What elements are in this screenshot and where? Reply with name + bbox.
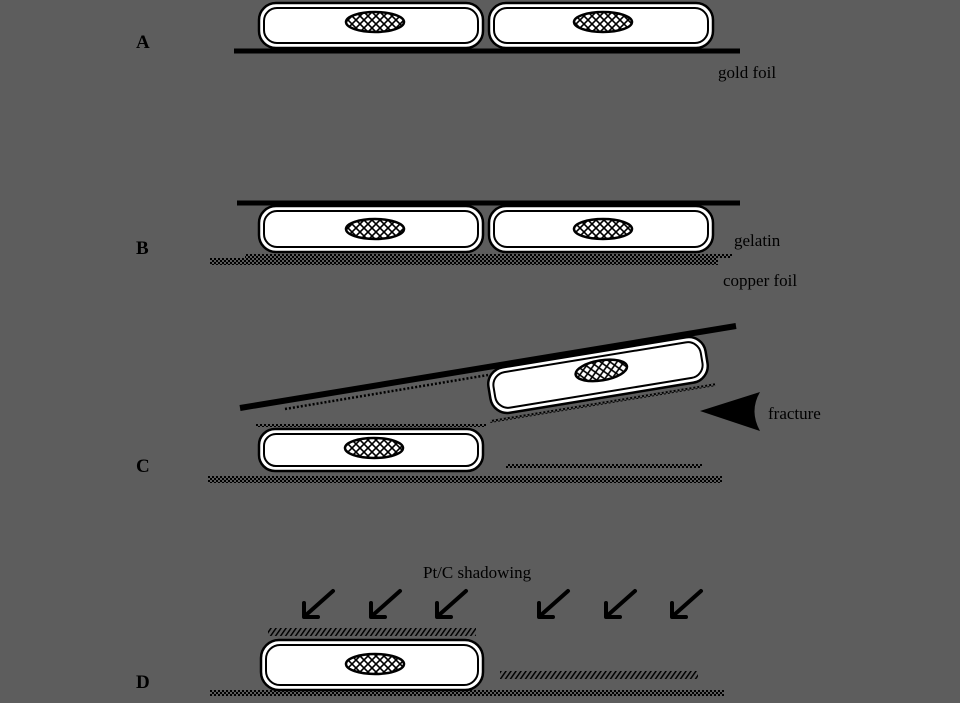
gelatin-label: gelatin [734,231,781,250]
shadow-arrow-icon [369,589,402,619]
shadowing-label: Pt/C shadowing [423,563,532,582]
fractured-gelatin [284,373,489,411]
gelatin-layer [245,254,732,258]
cell-icon [259,638,485,692]
panel-label-a: A [136,32,150,53]
nucleus-icon [574,358,629,383]
fractured-cell-upper [487,335,716,424]
gold-foil [239,323,737,411]
fracture-arrowhead-icon [700,392,760,431]
nucleus-icon [344,652,406,676]
cell-icon [487,204,715,254]
cell-icon [257,1,485,50]
nucleus-icon [572,10,634,34]
shadow-arrow-icon [302,589,335,619]
shadow-arrow-icon [435,589,468,619]
nucleus-icon [343,436,405,460]
gelatin-remnant [506,464,702,468]
fracture-label: fracture [768,404,821,423]
panel-a: A gold foil [136,1,776,82]
panel-d: Pt/C shadowing D [136,563,724,696]
panel-b: B gelatin copper foil [136,200,797,290]
panel-c: C fracture [136,323,821,483]
nucleus-icon [344,10,406,34]
copper-foil [210,690,724,696]
cell-icon [257,204,485,254]
nucleus-icon [344,217,406,241]
panel-label-c: C [136,456,150,477]
cell-icon [487,1,715,50]
shadow-arrow-icon [537,589,570,619]
copper-foil [208,476,722,483]
pt-c-replica [500,671,698,679]
shadow-arrow-icon [604,589,637,619]
fractured-cell-lower [256,424,486,473]
shadow-arrow-icon [670,589,703,619]
panel-label-d: D [136,672,150,693]
gold-foil-label: gold foil [718,63,776,82]
copper-foil [210,258,718,265]
pt-c-replica [268,628,476,636]
panel-label-b: B [136,238,149,259]
copper-foil-label: copper foil [723,271,797,290]
nucleus-icon [572,217,634,241]
